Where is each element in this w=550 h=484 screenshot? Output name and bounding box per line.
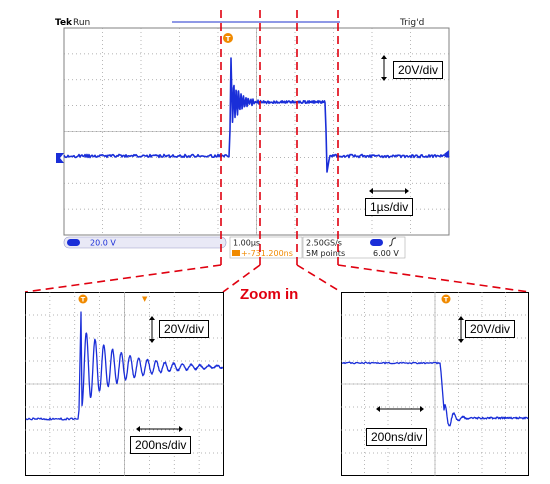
left-time-div-label: 200ns/div bbox=[130, 436, 191, 454]
right-time-div-label: 200ns/div bbox=[366, 428, 427, 446]
right-volt-div-label: 20V/div bbox=[465, 320, 515, 338]
zoom-in-label: Zoom in bbox=[240, 286, 298, 303]
trigger-marker-icon: T bbox=[442, 295, 451, 304]
trigger-marker-icon: T bbox=[79, 295, 88, 304]
trigger-position-marker-icon: ▼ bbox=[142, 295, 148, 303]
svg-text:T: T bbox=[444, 296, 449, 304]
svg-text:T: T bbox=[81, 296, 86, 304]
left-volt-div-label: 20V/div bbox=[159, 320, 209, 338]
